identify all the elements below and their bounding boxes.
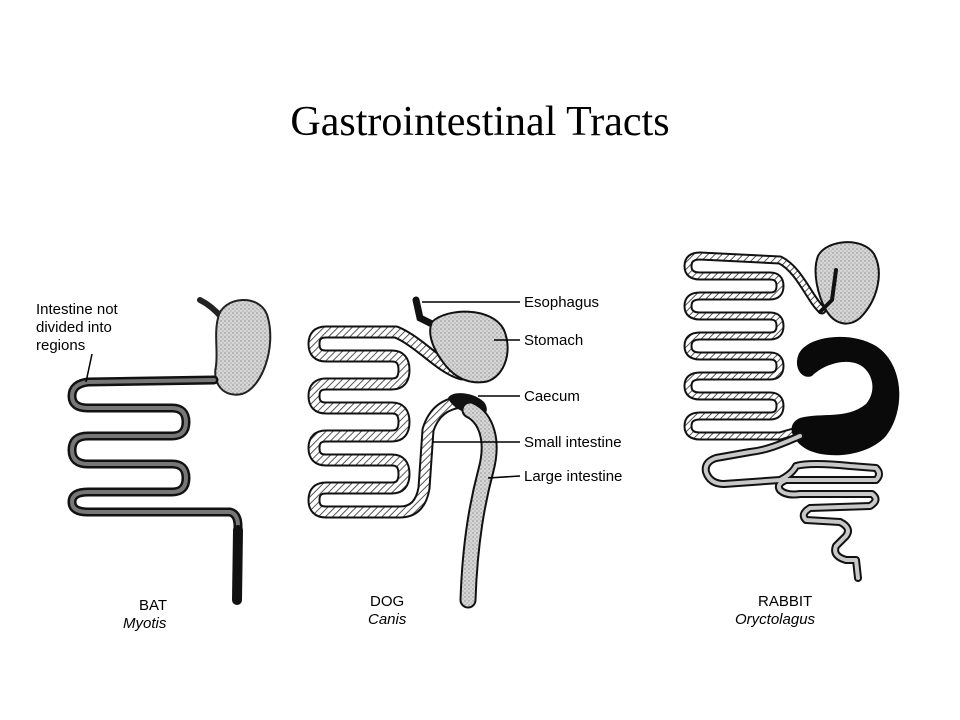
bat-annotation-pointer: [85, 353, 93, 383]
large-intestine-leader: [487, 475, 521, 479]
dog-genus: Canis: [368, 611, 407, 628]
label-esophagus: Esophagus: [524, 294, 599, 311]
dog-stomach: [429, 310, 509, 384]
page-title: Gastrointestinal Tracts: [290, 99, 670, 145]
dog-common-name: DOG: [370, 593, 404, 610]
rabbit-caecum: [791, 336, 900, 456]
bat-stomach: [214, 299, 272, 396]
rabbit-esophagus: [818, 268, 838, 314]
label-small-intestine: Small intestine: [524, 434, 622, 451]
dog-diagram: Esophagus Stomach Caecum Small intestine…: [307, 294, 622, 628]
rabbit-common-name: RABBIT: [758, 593, 812, 610]
bat-annotation: Intestine not divided into regions: [36, 301, 122, 354]
rabbit-diagram: RABBIT Oryctolagus: [683, 241, 900, 628]
label-large-intestine: Large intestine: [524, 468, 622, 485]
bat-diagram: Intestine not divided into regions BAT M…: [36, 297, 272, 632]
label-stomach: Stomach: [524, 332, 583, 349]
bat-common-name: BAT: [139, 597, 167, 614]
bat-genus: Myotis: [123, 615, 167, 632]
rabbit-genus: Oryctolagus: [735, 611, 816, 628]
label-caecum: Caecum: [524, 388, 580, 405]
